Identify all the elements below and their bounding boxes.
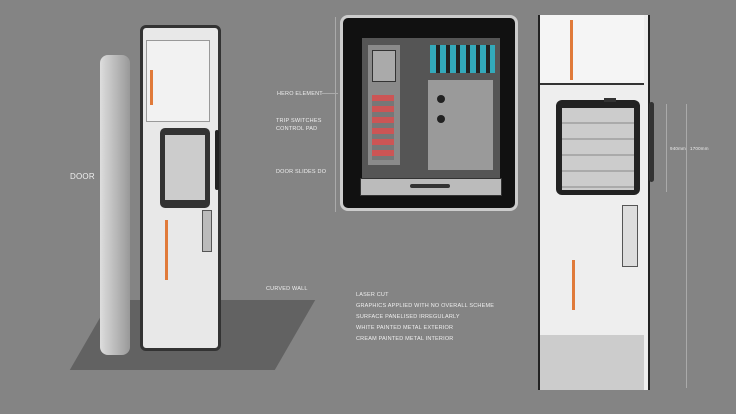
trip-switches-label: TRIP SWITCHES xyxy=(276,118,322,124)
note: WHITE PAINTED METAL EXTERIOR xyxy=(356,325,454,331)
note: CREAM PAINTED METAL INTERIOR xyxy=(356,336,454,342)
control-pad-label: CONTROL PAD xyxy=(276,126,318,132)
notes-list: LASER CUT GRAPHICS APPLIED WITH NO OVERA… xyxy=(356,290,494,345)
hero-label: HERO ELEMENT xyxy=(277,91,323,97)
door-label: DOOR xyxy=(70,172,95,181)
dimension-outer: 1700mm xyxy=(690,146,709,151)
note: GRAPHICS APPLIED WITH NO OVERALL SCHEME xyxy=(356,303,495,309)
note: SURFACE PANELISED IRREGULARLY xyxy=(356,314,460,320)
door-slides-label: DOOR SLIDES DO xyxy=(276,169,327,175)
curved-wall-label: CURVED WALL xyxy=(266,286,308,292)
dimension-inner: 940mm xyxy=(670,146,687,151)
note: LASER CUT xyxy=(356,292,389,298)
